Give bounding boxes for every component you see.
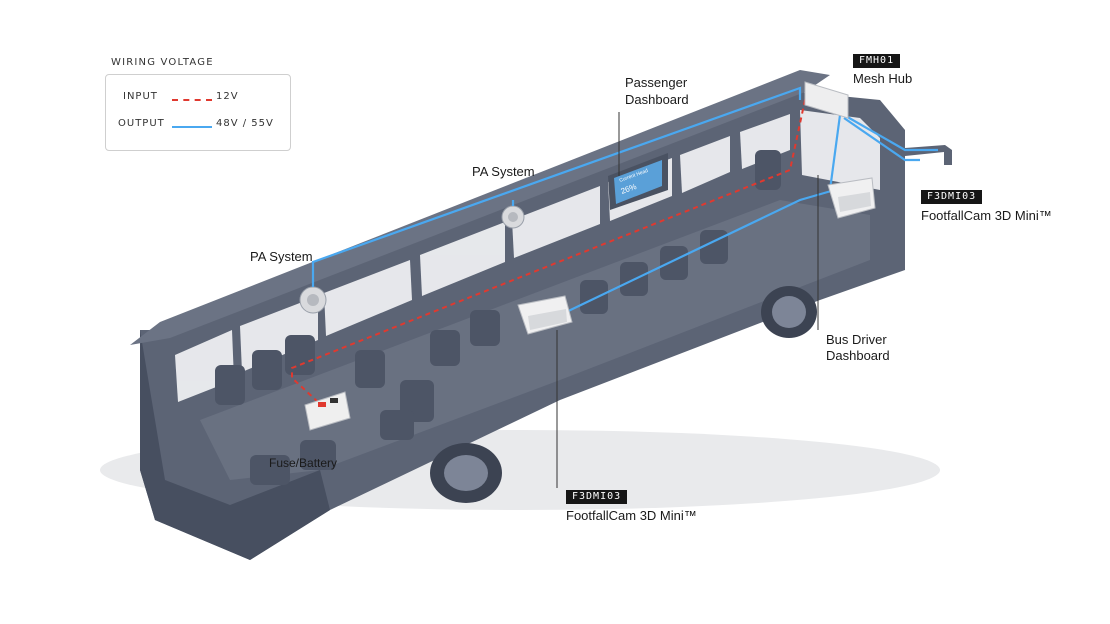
bus-interior-floor [200, 200, 870, 480]
legend-output-label: OUTPUT [118, 118, 165, 129]
front-camera-tag: F3DMI03 [921, 190, 983, 204]
bus-seats [215, 150, 781, 485]
legend-title: WIRING VOLTAGE [111, 57, 214, 68]
bus-driver-dashboard-line2: Dashboard [826, 348, 890, 363]
legend-row-output: OUTPUT 48V / 55V [106, 118, 290, 136]
bus-body-side [140, 330, 330, 560]
passenger-dashboard-screen: Current Head 26% [608, 153, 668, 210]
front-camera-label: FootfallCam 3D Mini™ [921, 208, 1052, 223]
passenger-dashboard-line2: Dashboard [625, 92, 689, 107]
pa-system-upper-label: PA System [472, 164, 535, 179]
legend-input-swatch [172, 99, 212, 101]
mesh-hub-label: Mesh Hub [853, 71, 913, 86]
legend-output-swatch [172, 126, 212, 128]
pa-system-lower-label: PA System [250, 249, 313, 264]
middle-camera-label: FootfallCam 3D Mini™ [566, 508, 697, 523]
legend-output-value: 48V / 55V [216, 118, 274, 129]
pa-speaker-upper [501, 205, 525, 229]
middle-camera-device [517, 295, 573, 335]
fuse-battery-label: Fuse/Battery [269, 456, 338, 470]
fuse-battery-device [304, 391, 351, 431]
legend-row-input: INPUT 12V [106, 91, 290, 109]
side-mirror [905, 145, 952, 165]
input-wiring [291, 94, 809, 403]
mesh-hub-device [804, 81, 849, 119]
bus-driver-dashboard-line1: Bus Driver [826, 332, 887, 347]
middle-camera-tag: F3DMI03 [566, 490, 628, 504]
leader-lines [556, 112, 819, 488]
bus-wheels [430, 286, 817, 503]
legend-input-value: 12V [216, 91, 239, 102]
front-camera-device [827, 177, 876, 219]
mesh-hub-tag: FMH01 [853, 54, 901, 68]
legend-input-label: INPUT [123, 91, 158, 102]
passenger-dashboard-line1: Passenger [625, 75, 688, 90]
pa-speaker-lower [299, 286, 327, 314]
wiring-legend: INPUT 12V OUTPUT 48V / 55V [105, 74, 291, 151]
